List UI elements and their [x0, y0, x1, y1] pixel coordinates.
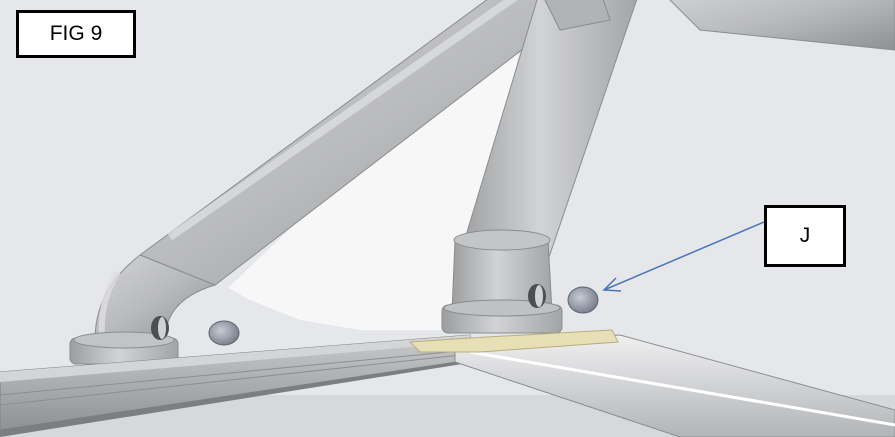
top-tubes: [544, 0, 895, 51]
right-bar: [454, 334, 895, 437]
tape-strip: [408, 329, 619, 353]
callout-label-j: J: [764, 205, 846, 267]
left-end-cap-plug: [208, 320, 240, 346]
right-end-cap-plug: [567, 286, 599, 314]
pointer-arrow: [602, 221, 765, 292]
left-rail: [0, 334, 475, 437]
figure-label: FIG 9: [16, 10, 136, 58]
white-gap-area: [228, 45, 520, 330]
left-tube: [69, 0, 588, 365]
right-tube: [441, 0, 638, 334]
